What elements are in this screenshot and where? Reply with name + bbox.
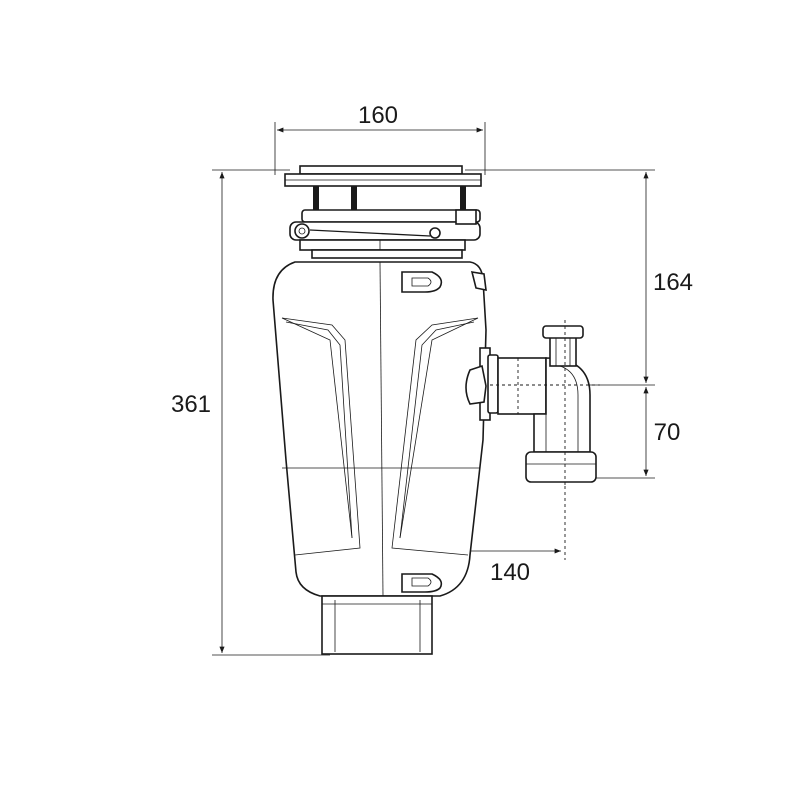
dimension-label-70: 70 — [654, 419, 681, 446]
discharge-outlet — [465, 320, 600, 486]
dimension-label-361: 361 — [171, 391, 211, 418]
mounting-ring — [289, 209, 481, 259]
sink-flange — [284, 165, 482, 187]
dimension-width-top: 160 — [274, 102, 486, 175]
dimension-height-outlet: 164 — [465, 169, 693, 386]
disposer-housing — [272, 261, 487, 597]
mounting-bolts — [313, 186, 466, 212]
dimension-label-160: 160 — [358, 102, 398, 129]
dimension-label-164: 164 — [653, 269, 693, 296]
dimension-outlet-drop: 70 — [590, 387, 681, 479]
bottom-motor-cap — [321, 595, 433, 655]
dimension-outlet-offset: 140 — [387, 384, 566, 586]
dimension-label-140: 140 — [490, 559, 530, 586]
dimension-height-total: 361 — [171, 169, 330, 656]
